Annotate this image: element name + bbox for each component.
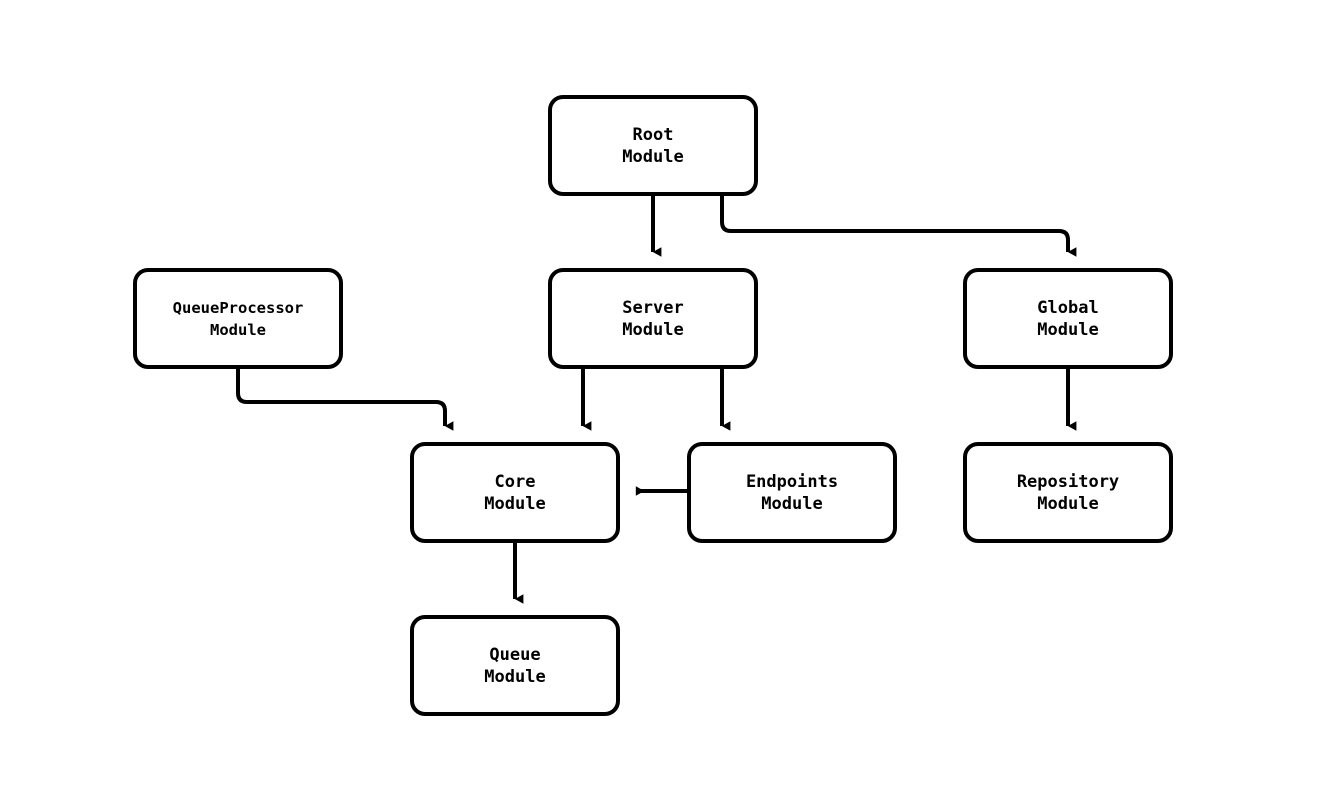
node-global-module-line2: Module	[1037, 319, 1099, 340]
node-root-module-line1: Root	[632, 124, 674, 145]
node-global-module-line1: Global	[1037, 297, 1099, 318]
node-core-module-line1: Core	[494, 471, 536, 492]
node-queueprocessor-module-line2: Module	[210, 320, 266, 339]
edge-root-to-global	[720, 196, 1077, 257]
node-core-module[interactable]: Core Module	[410, 442, 620, 543]
node-queueprocessor-module[interactable]: QueueProcessor Module	[133, 268, 343, 369]
node-server-module-line2: Module	[622, 319, 684, 340]
node-queue-module-line2: Module	[484, 666, 546, 687]
node-root-module[interactable]: Root Module	[548, 95, 758, 196]
node-queue-module-line1: Queue	[489, 644, 541, 665]
node-endpoints-module-line2: Module	[761, 493, 823, 514]
node-queue-module[interactable]: Queue Module	[410, 615, 620, 716]
node-queueprocessor-module-line1: QueueProcessor	[172, 298, 304, 317]
node-endpoints-module[interactable]: Endpoints Module	[687, 442, 897, 543]
node-repository-module-line1: Repository	[1016, 471, 1120, 492]
node-server-module[interactable]: Server Module	[548, 268, 758, 369]
edge-queueprocessor-to-core	[236, 369, 454, 431]
node-repository-module[interactable]: Repository Module	[963, 442, 1173, 543]
node-endpoints-module-line1: Endpoints	[745, 471, 839, 492]
node-server-module-line1: Server	[622, 297, 684, 318]
node-global-module[interactable]: Global Module	[963, 268, 1173, 369]
node-root-module-line2: Module	[622, 146, 684, 167]
node-core-module-line2: Module	[484, 493, 546, 514]
node-repository-module-line2: Module	[1037, 493, 1099, 514]
